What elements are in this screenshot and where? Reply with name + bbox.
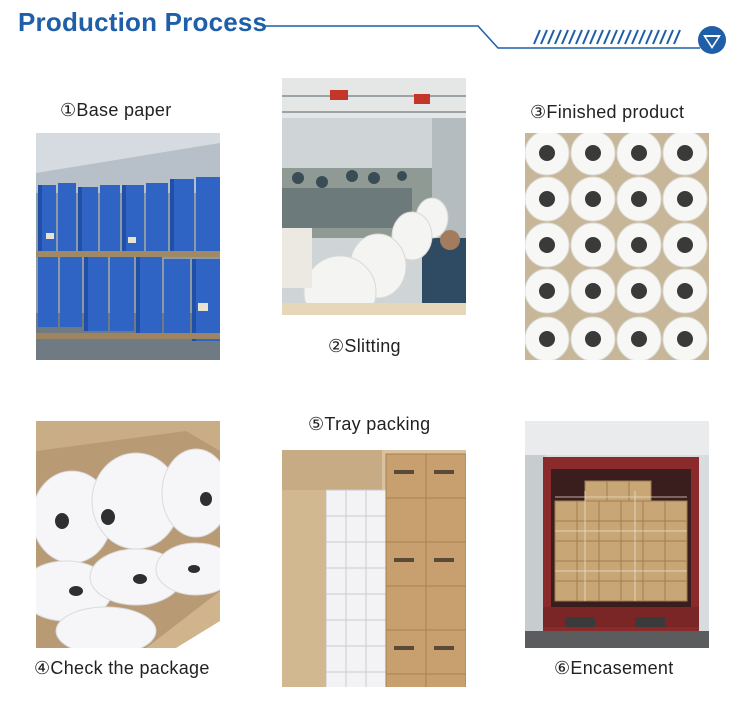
step-label-check-package: ④Check the package (34, 658, 210, 678)
photo-check-package (36, 421, 220, 648)
chevron-down-icon (698, 26, 726, 54)
step-label-finished-product: ③Finished product (530, 102, 685, 122)
photo-base-paper (36, 133, 220, 360)
photo-tray-packing (282, 450, 466, 687)
step-label-slitting: ②Slitting (328, 336, 401, 356)
photo-slitting (282, 78, 466, 315)
step-label-tray-packing: ⑤Tray packing (308, 414, 431, 434)
step-label-encasement: ⑥Encasement (554, 658, 674, 678)
header: Production Process (0, 0, 741, 60)
header-decoration (262, 25, 726, 54)
photo-encasement (525, 421, 709, 648)
step-label-base-paper: ①Base paper (60, 100, 172, 120)
photo-finished-product (525, 133, 709, 360)
page-title: Production Process (18, 7, 268, 37)
